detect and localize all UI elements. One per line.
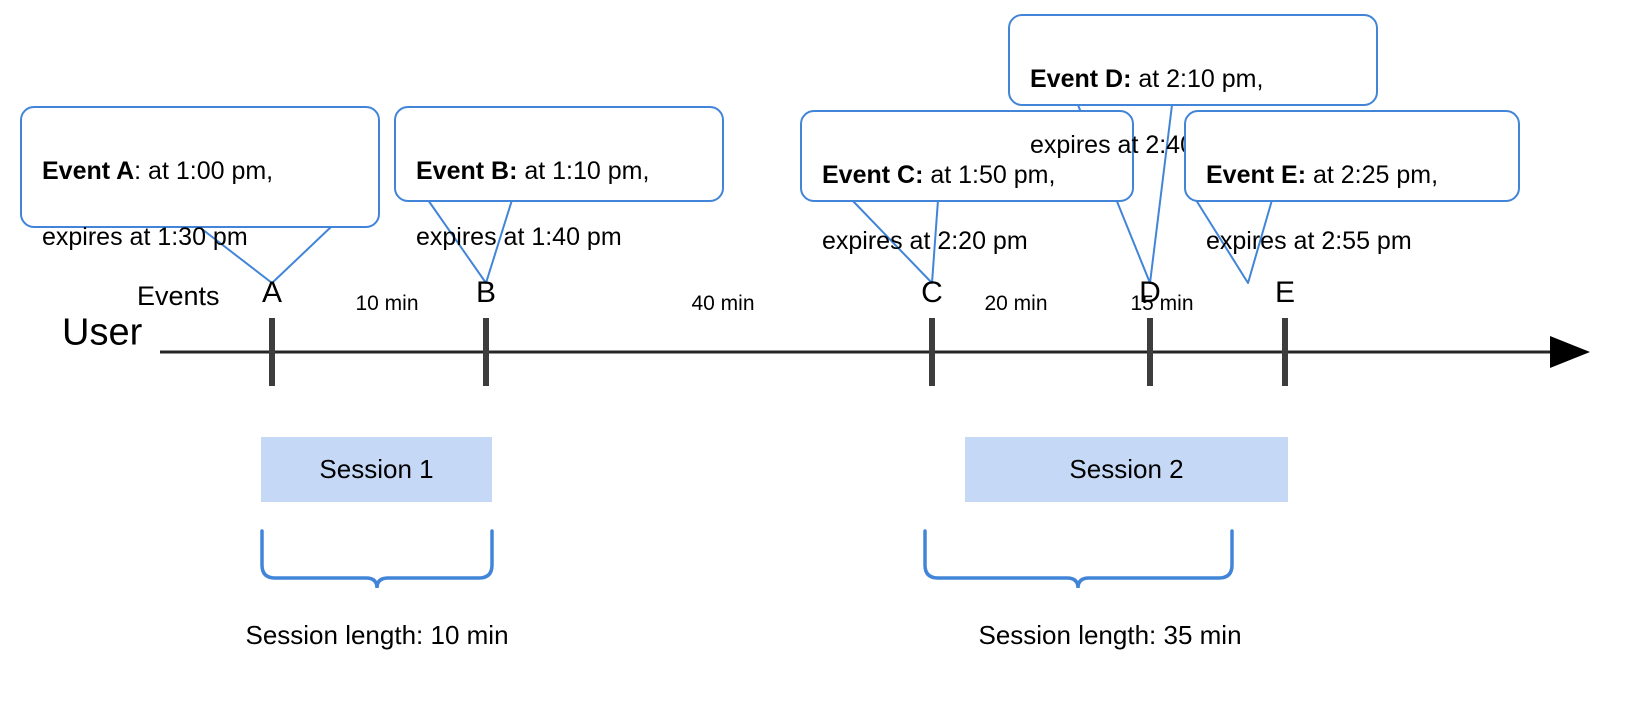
callout-c-event-label: Event C:	[822, 161, 924, 189]
session-block-2-label: Session 2	[1069, 454, 1184, 484]
tick-label-e: E	[1274, 276, 1296, 309]
gap-label-d-e: 15 min	[1130, 292, 1194, 315]
session-block-1-label: Session 1	[319, 454, 434, 484]
axis-row-label-user: User	[62, 311, 143, 354]
tick-label-b: B	[475, 276, 497, 309]
gap-label-a-b: 10 min	[355, 292, 419, 315]
tick-label-c: C	[921, 276, 943, 309]
tick-label-a: A	[261, 276, 283, 309]
callout-e-line2: expires at 2:55 pm	[1206, 227, 1412, 255]
timeline-axis	[160, 336, 1590, 368]
callout-d-event-label: Event D:	[1030, 65, 1132, 93]
tick-label-d: D	[1139, 276, 1161, 309]
callout-event-e[interactable]: Event E: at 2:25 pm, expires at 2:55 pm	[1184, 110, 1520, 255]
callout-a-line2: expires at 1:30 pm	[42, 223, 248, 251]
callout-b-line1: at 1:10 pm,	[517, 157, 650, 185]
callout-c-line2: expires at 2:20 pm	[822, 227, 1028, 255]
session-braces	[260, 529, 1234, 589]
callout-a-event-label: Event A	[42, 157, 135, 185]
callout-d-line1: at 2:10 pm,	[1131, 65, 1264, 93]
callout-e-line1: at 2:25 pm,	[1306, 161, 1439, 189]
callout-event-b[interactable]: Event B: at 1:10 pm, expires at 1:40 pm	[394, 106, 724, 251]
brace-session-1	[260, 529, 494, 589]
callout-event-a[interactable]: Event A: at 1:00 pm, expires at 1:30 pm	[20, 106, 380, 251]
brace-session-2	[923, 529, 1234, 589]
callout-a-line1: at 1:00 pm,	[141, 157, 274, 185]
callout-e-event-label: Event E:	[1206, 161, 1307, 189]
session-block-2[interactable]: Session 2	[965, 437, 1288, 502]
session-length-caption-1: Session length: 10 min	[245, 620, 509, 650]
gap-label-b-c: 40 min	[691, 292, 755, 315]
callout-a-separator: :	[134, 157, 142, 185]
event-tick-marks	[269, 318, 1288, 386]
axis-row-label-events: Events	[137, 281, 220, 311]
session-block-1[interactable]: Session 1	[261, 437, 492, 502]
callout-b-event-label: Event B:	[416, 157, 518, 185]
callout-b-line2: expires at 1:40 pm	[416, 223, 622, 251]
callout-c-line1: at 1:50 pm,	[923, 161, 1056, 189]
callout-event-c[interactable]: Event C: at 1:50 pm, expires at 2:20 pm	[800, 110, 1134, 255]
callout-event-d[interactable]: Event D: at 2:10 pm, expires at 2:40 pm	[1008, 14, 1378, 159]
session-length-caption-2: Session length: 35 min	[978, 620, 1242, 650]
gap-label-c-d: 20 min	[984, 292, 1048, 315]
